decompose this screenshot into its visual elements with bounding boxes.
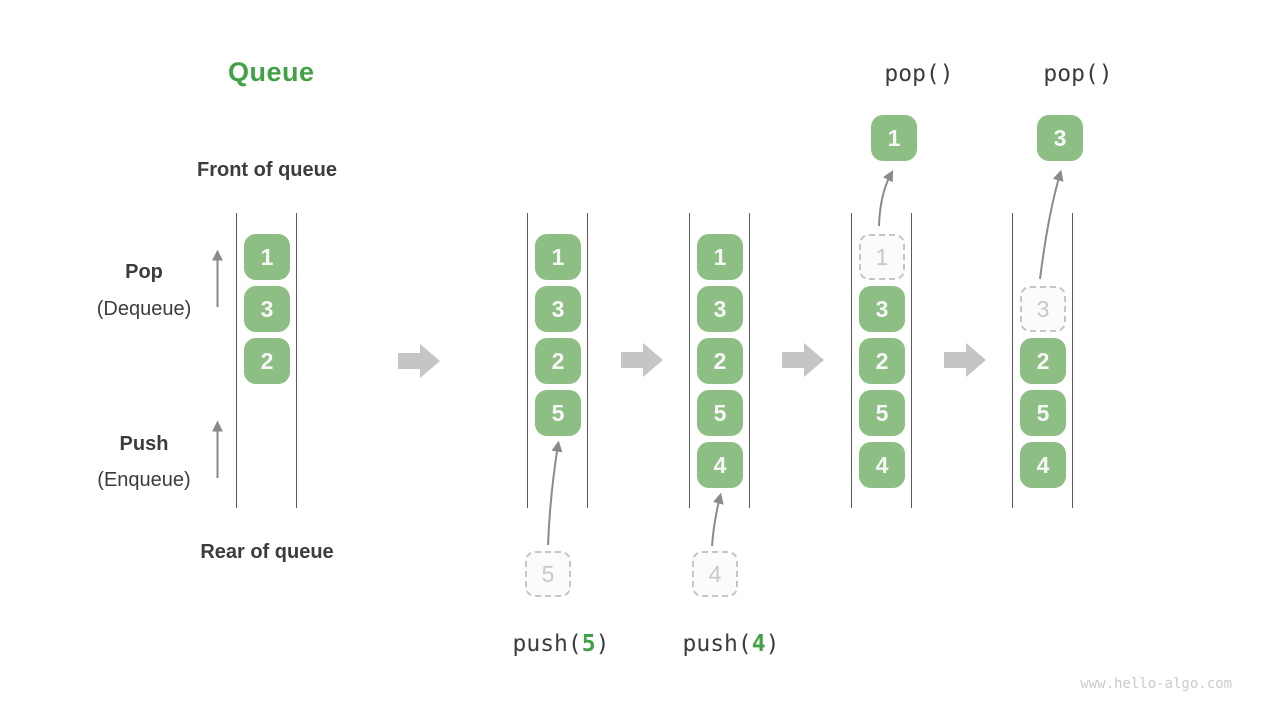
queue-item-box: 3	[859, 286, 905, 332]
popped-item-box: 3	[1037, 115, 1083, 161]
push-fn-text: push(	[512, 631, 582, 657]
queue-item-box: 2	[697, 338, 743, 384]
queue-item-box: 1	[244, 234, 290, 280]
dequeue-label: (Dequeue)	[96, 298, 192, 320]
queue-item-box: 1	[535, 234, 581, 280]
queue-item-box: 3	[697, 286, 743, 332]
push-operation-label: push(4)	[651, 631, 811, 657]
watermark: www.hello-algo.com	[1080, 676, 1232, 692]
push-fn-text: push(	[682, 631, 752, 657]
queue-item-box: 5	[859, 390, 905, 436]
queue-stage-2: 1 3 2 5	[527, 213, 588, 508]
queue-item-box: 2	[859, 338, 905, 384]
dequeued-ghost-box: 1	[859, 234, 905, 280]
queue-stage-5: 3 2 5 4	[1012, 213, 1073, 508]
pop-operation-label: pop()	[884, 61, 954, 87]
dequeued-ghost-box: 3	[1020, 286, 1066, 332]
push-operation-label: push(5)	[481, 631, 641, 657]
queue-item-box: 3	[244, 286, 290, 332]
next-state-arrow-icon	[621, 343, 663, 377]
queue-stage-4: 1 3 2 5 4	[851, 213, 912, 508]
front-of-queue-label: Front of queue	[197, 159, 337, 181]
queue-item-box: 2	[535, 338, 581, 384]
push-arg-text: 4	[751, 631, 766, 657]
push-label: Push	[119, 433, 169, 455]
queue-item-box: 5	[697, 390, 743, 436]
next-state-arrow-icon	[782, 343, 824, 377]
push-close-text: )	[595, 631, 610, 657]
pop-operation-label: pop()	[1043, 61, 1113, 87]
incoming-ghost-box: 5	[525, 551, 571, 597]
queue-item-box: 5	[1020, 390, 1066, 436]
popped-item-box: 1	[871, 115, 917, 161]
incoming-ghost-box: 4	[692, 551, 738, 597]
queue-stage-3: 1 3 2 5 4	[689, 213, 750, 508]
queue-item-box: 3	[535, 286, 581, 332]
next-state-arrow-icon	[398, 344, 440, 378]
queue-item-box: 1	[697, 234, 743, 280]
push-close-text: )	[765, 631, 780, 657]
diagram-title: Queue	[228, 57, 315, 87]
queue-item-box: 4	[697, 442, 743, 488]
queue-item-box: 5	[535, 390, 581, 436]
pop-label: Pop	[125, 261, 163, 283]
rear-of-queue-label: Rear of queue	[200, 541, 334, 563]
enqueue-label: (Enqueue)	[97, 469, 191, 491]
queue-item-box: 2	[1020, 338, 1066, 384]
queue-item-box: 4	[859, 442, 905, 488]
next-state-arrow-icon	[944, 343, 986, 377]
queue-item-box: 4	[1020, 442, 1066, 488]
queue-stage-1: 1 3 2	[236, 213, 297, 508]
push-arg-text: 5	[581, 631, 596, 657]
queue-item-box: 2	[244, 338, 290, 384]
